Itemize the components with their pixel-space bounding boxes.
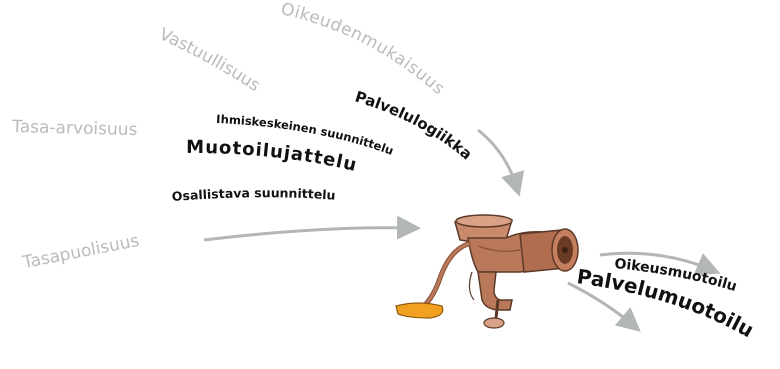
input-label-tasapuolisuus: Tasapuolisuus [20, 231, 141, 273]
input-label-tasa-arvoisuus: Tasa-arvoisuus [11, 117, 138, 140]
input-label-osallistava-suunnittelu: Osallistava suunnittelu [171, 185, 336, 204]
arrow-into-grinder-left [204, 228, 412, 240]
meat-grinder-icon [396, 215, 578, 328]
input-label-muotoilujattelu: Muotoilujattelu [186, 137, 359, 176]
input-label-palvelulogiikka: Palvelulogiikka [353, 88, 476, 164]
input-label-vastuullisuus: Vastuullisuus [156, 24, 264, 96]
arrow-into-grinder-top [478, 130, 517, 188]
input-label-oikeudenmukaisuus: Oikeudenmukaisuus [279, 0, 449, 99]
